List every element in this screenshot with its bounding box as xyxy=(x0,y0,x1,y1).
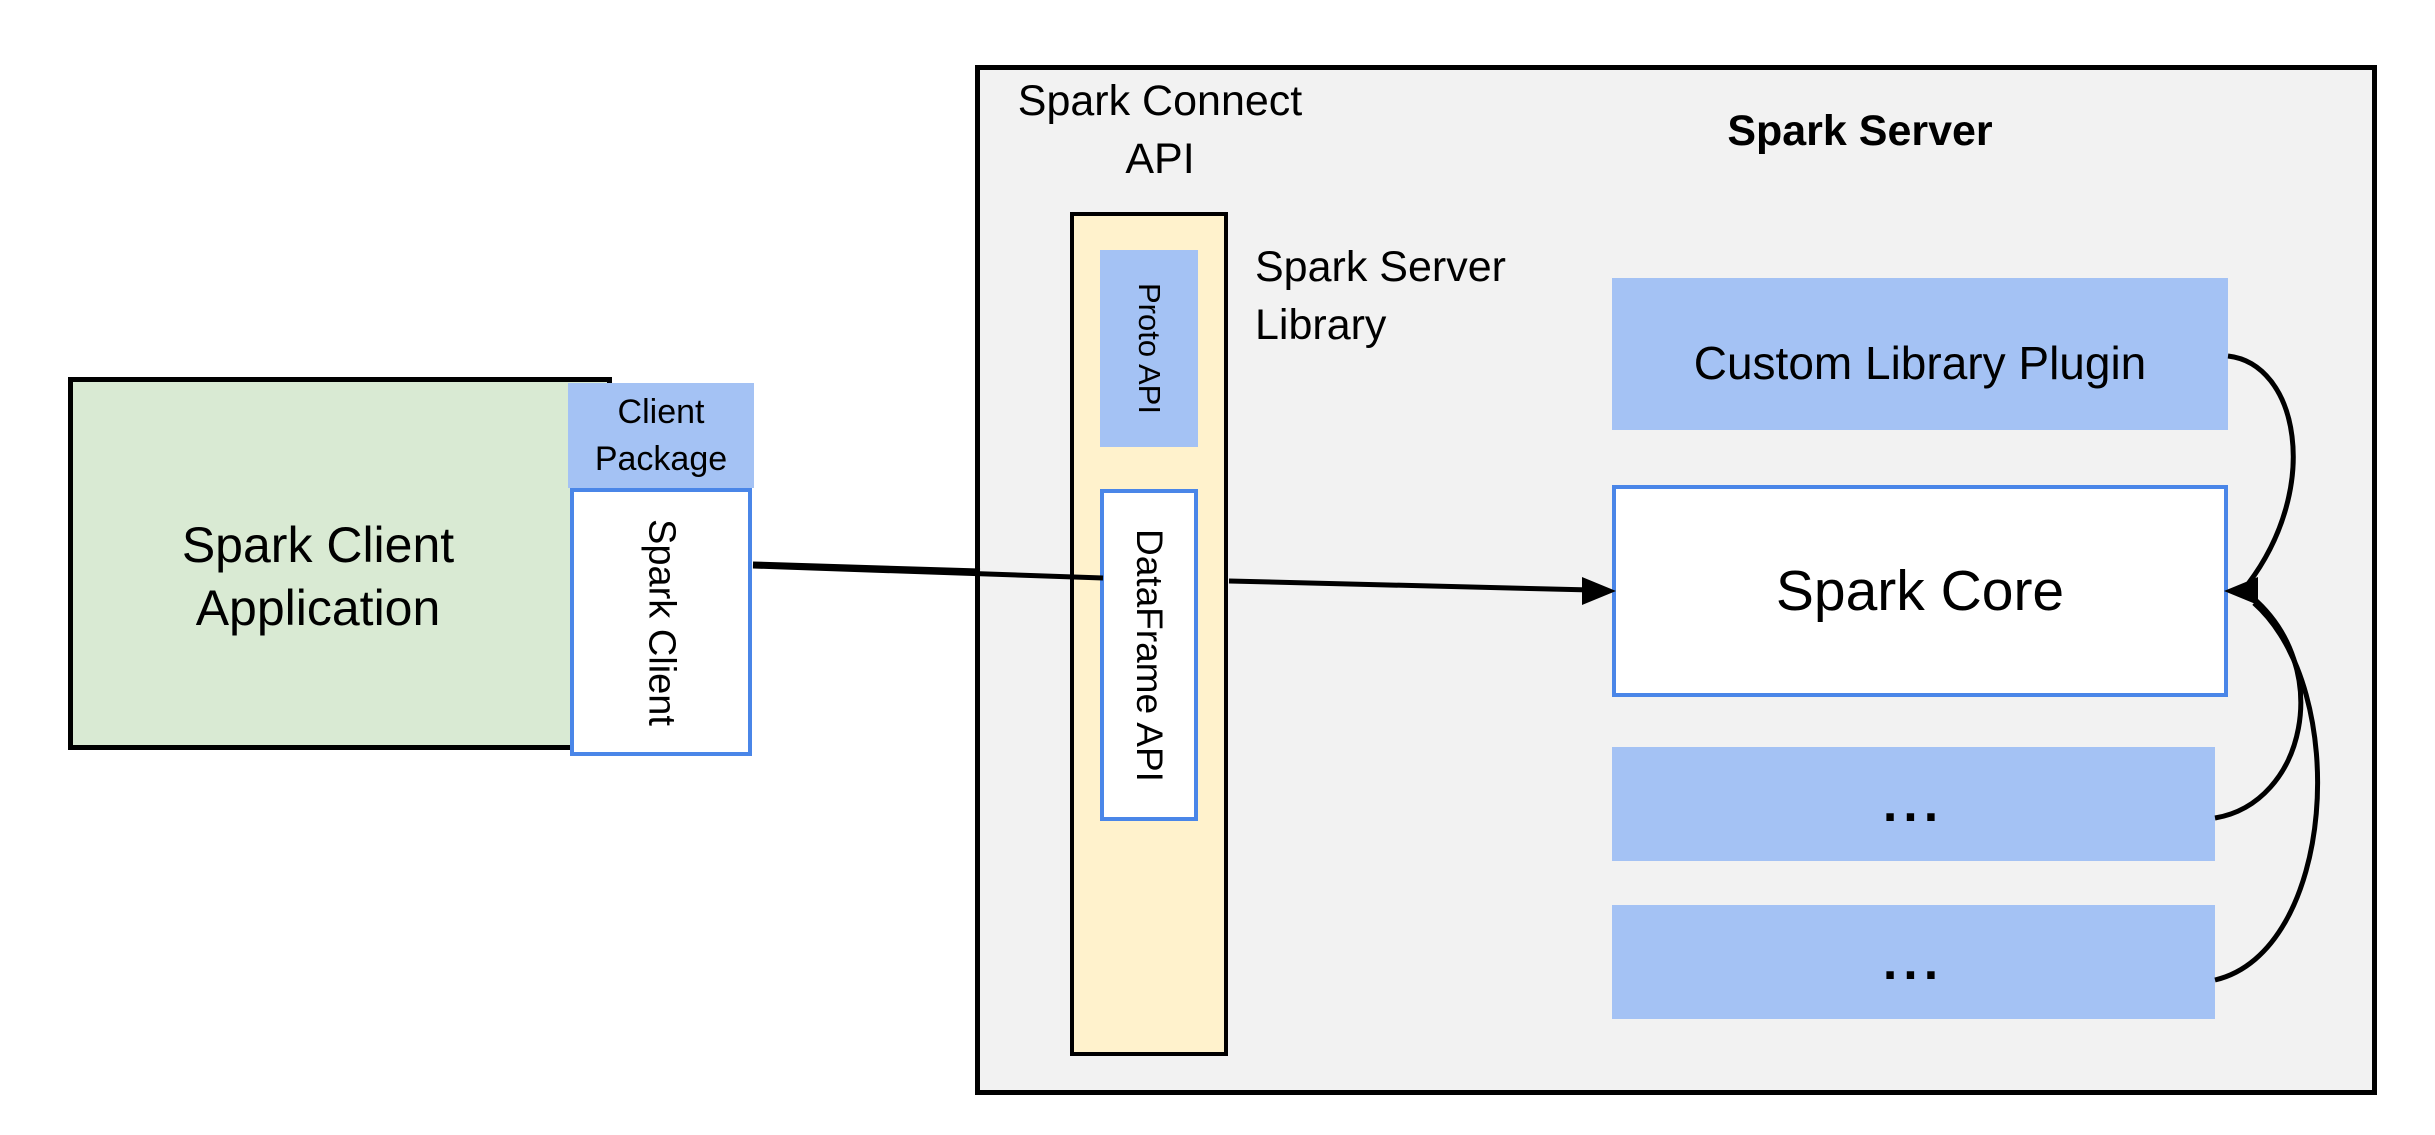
client-package-line2: Package xyxy=(594,439,728,478)
spark-client-application-line1: Spark Client xyxy=(181,516,455,573)
spark-client-application-line2: Application xyxy=(195,579,441,636)
spark-connect-api-line1: Spark Connect xyxy=(1017,77,1303,125)
spark-client-application-label: Spark Client Application xyxy=(68,377,568,750)
spark-server-library-line1: Spark Server xyxy=(1255,243,1506,291)
dataframe-api-label: DataFrame API xyxy=(1129,528,1170,782)
spark-client-application-box xyxy=(68,377,612,750)
spark-connect-api-line2: API xyxy=(1125,135,1195,183)
plugin-placeholder-box-2: ... xyxy=(1612,905,2215,1019)
client-to-dataframe-line-overlap xyxy=(752,561,981,574)
dataframe-api-box: DataFrame API xyxy=(1100,489,1198,821)
spark-core-box: Spark Core xyxy=(1612,485,2228,697)
proto-api-box: Proto API xyxy=(1100,250,1198,447)
spark-client-label: Spark Client xyxy=(640,518,683,726)
plugin-placeholder-1-label: ... xyxy=(1882,775,1945,833)
spark-server-title: Spark Server xyxy=(1727,107,1993,155)
plugin-placeholder-box-1: ... xyxy=(1612,747,2215,861)
spark-server-library-line2: Library xyxy=(1255,301,1387,349)
client-package-box: Client Package xyxy=(568,383,754,488)
spark-core-label: Spark Core xyxy=(1775,559,2065,623)
plugin-placeholder-2-label: ... xyxy=(1882,933,1945,991)
spark-connect-api-label: Spark Connect API xyxy=(955,72,1365,188)
client-package-line1: Client xyxy=(617,392,705,431)
spark-server-library-label: Spark Server Library xyxy=(1255,238,1585,354)
custom-library-plugin-label: Custom Library Plugin xyxy=(1693,337,2147,389)
custom-library-plugin-box: Custom Library Plugin xyxy=(1612,278,2228,430)
proto-api-label: Proto API xyxy=(1132,283,1167,414)
spark-client-box: Spark Client xyxy=(570,488,752,756)
